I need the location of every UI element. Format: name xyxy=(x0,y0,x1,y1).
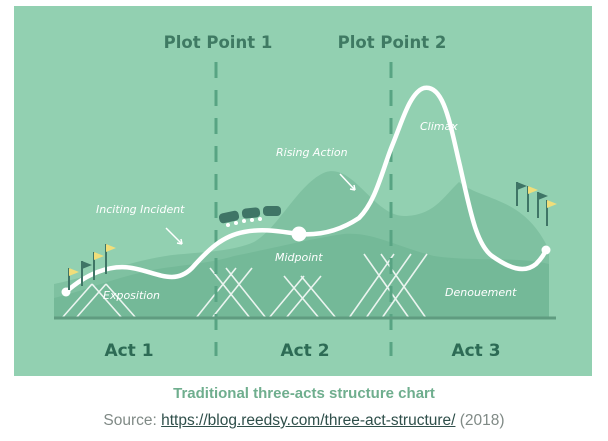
denouement-label: Denouement xyxy=(445,286,517,299)
act-3-label: Act 3 xyxy=(451,341,500,361)
story-end-point xyxy=(541,245,551,255)
story-arc-line xyxy=(63,85,549,295)
figure-caption: Traditional three-acts structure chart S… xyxy=(0,384,608,434)
bridge-supports xyxy=(61,253,428,319)
plot-point-2-label: Plot Point 2 xyxy=(338,33,447,52)
source-prefix: Source: xyxy=(103,412,162,429)
source-year: (2018) xyxy=(455,412,505,429)
climax-label: Climax xyxy=(420,120,458,133)
midpoint-marker xyxy=(291,226,307,242)
three-act-structure-diagram: Plot Point 1 Plot Point 2 Exposition Inc… xyxy=(14,6,592,376)
source-link[interactable]: https://blog.reedsy.com/three-act-struct… xyxy=(161,412,456,429)
caption-source: Source: https://blog.reedsy.com/three-ac… xyxy=(0,408,608,434)
midpoint-label: Midpoint xyxy=(275,251,323,264)
rising-action-label: Rising Action xyxy=(276,146,348,159)
plot-point-lines xyxy=(214,62,393,356)
exposition-label: Exposition xyxy=(103,289,160,302)
flags-left-icon xyxy=(68,244,116,290)
annotation-arrows xyxy=(165,173,356,245)
act-1-label: Act 1 xyxy=(104,341,153,361)
plot-point-1-label: Plot Point 1 xyxy=(164,33,273,52)
inciting-incident-label: Inciting Incident xyxy=(96,203,185,216)
act-2-label: Act 2 xyxy=(280,341,329,361)
caption-title: Traditional three-acts structure chart xyxy=(173,385,435,402)
flags-right-icon xyxy=(516,182,557,226)
train-icon xyxy=(218,206,281,227)
